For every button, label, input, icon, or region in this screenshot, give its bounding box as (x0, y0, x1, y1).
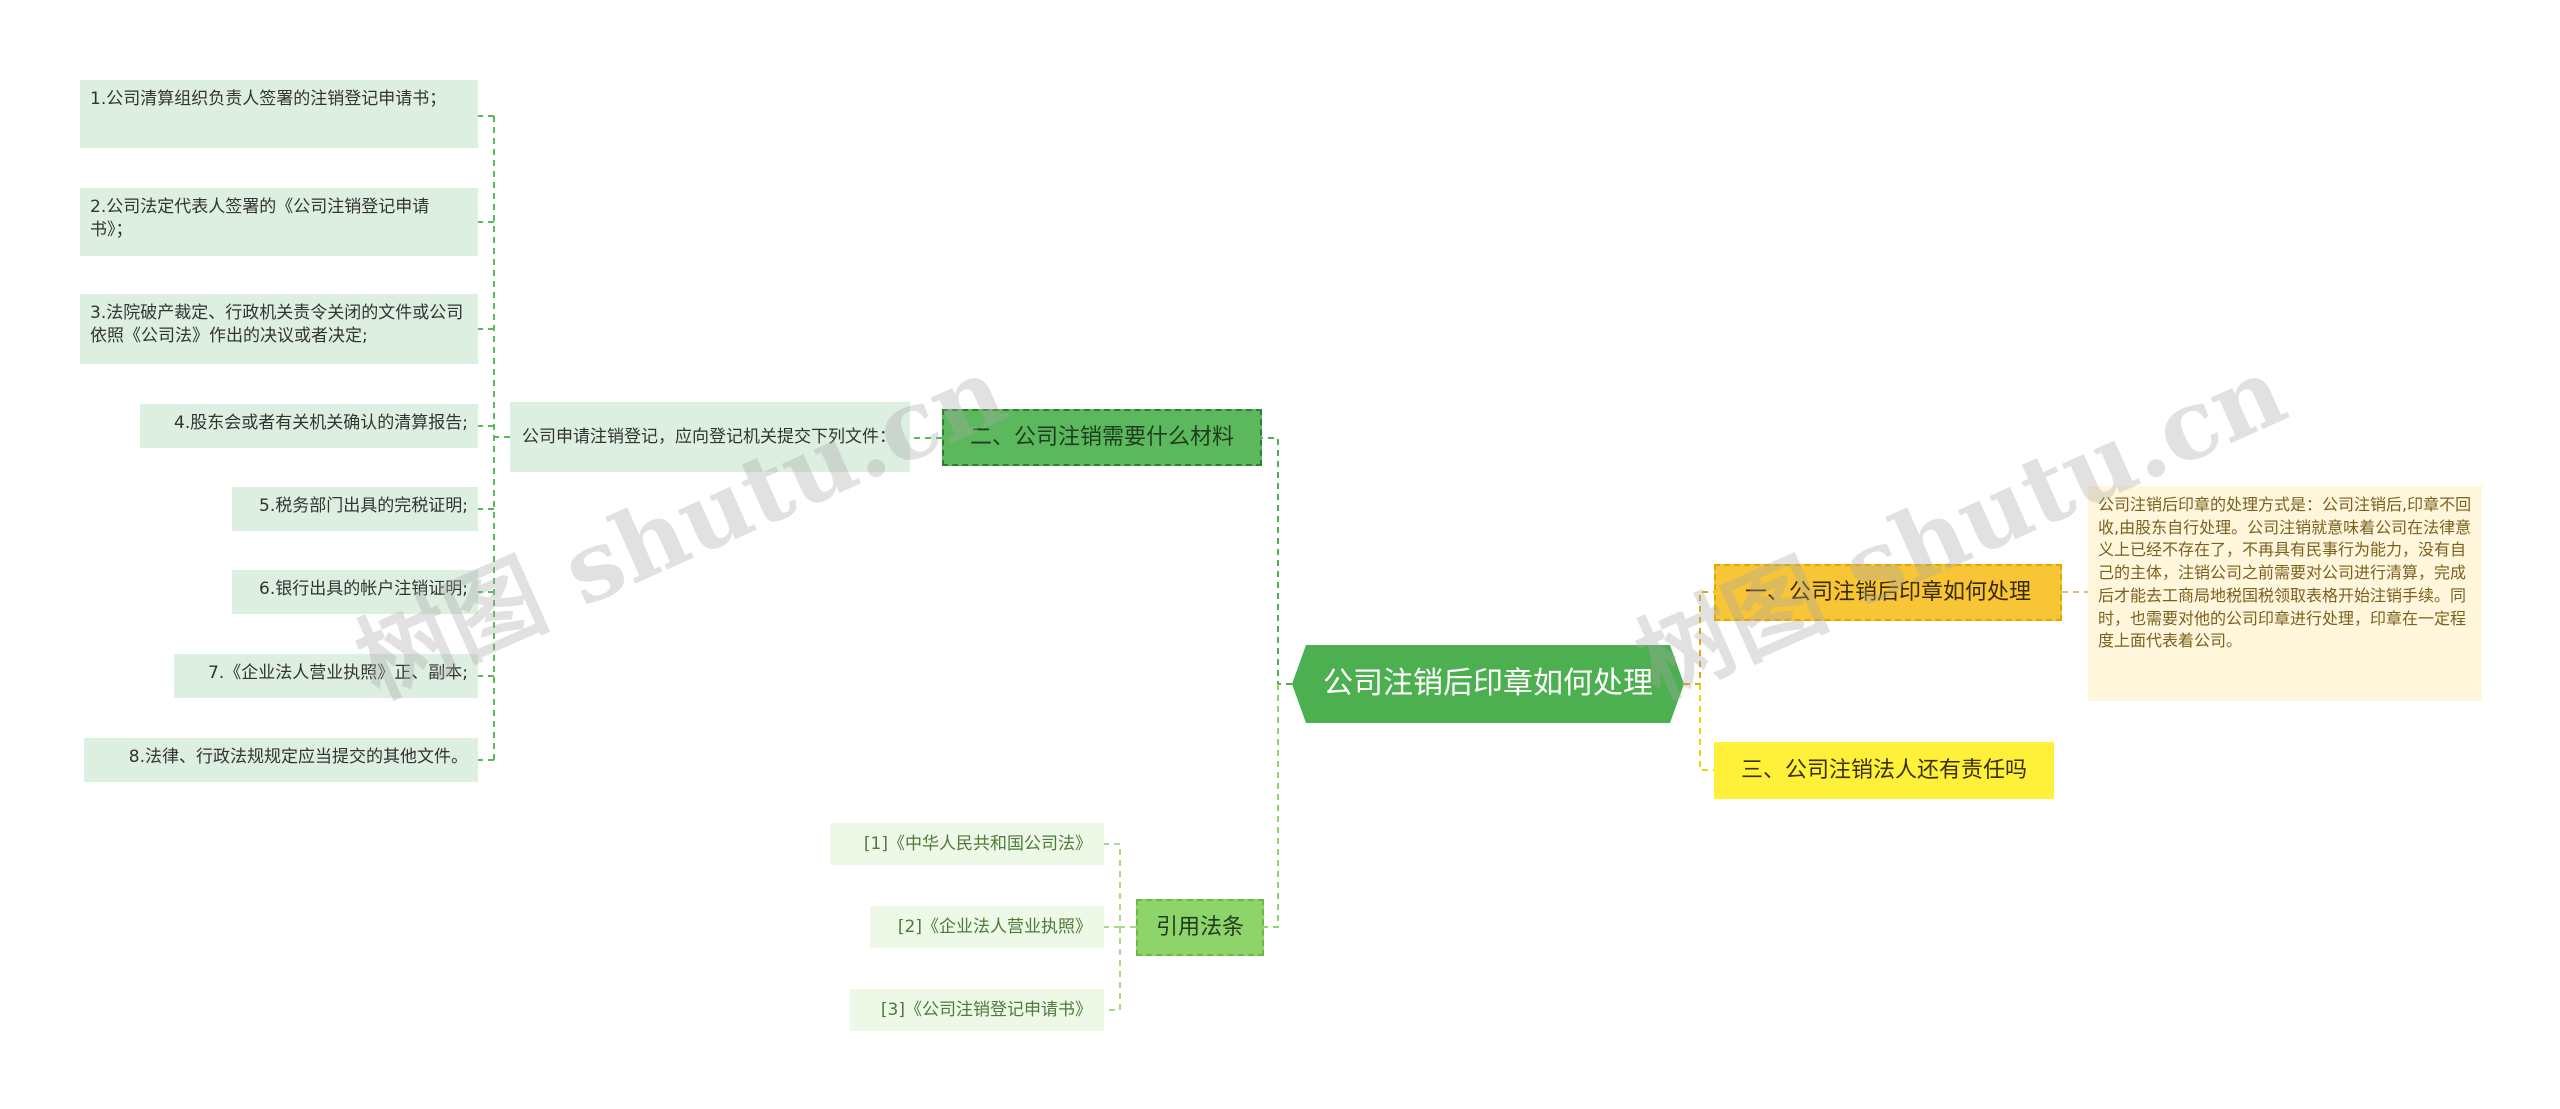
material-item-4[interactable]: 4.股东会或者有关机关确认的清算报告; (140, 404, 478, 448)
material-item-6[interactable]: 6.银行出具的帐户注销证明; (232, 570, 478, 614)
material-item-5[interactable]: 5.税务部门出具的完税证明; (232, 487, 478, 531)
material-item-2[interactable]: 2.公司法定代表人签署的《公司注销登记申请书》； (80, 188, 478, 256)
material-item-3[interactable]: 3.法院破产裁定、行政机关责令关闭的文件或公司依照《公司法》作出的决议或者决定; (80, 294, 478, 364)
branch-legal-person-liability[interactable]: 三、公司注销法人还有责任吗 (1714, 742, 2054, 799)
material-item-8[interactable]: 8.法律、行政法规规定应当提交的其他文件。 (84, 738, 478, 782)
material-item-7[interactable]: 7.《企业法人营业执照》正、副本; (174, 654, 478, 698)
seal-handling-detail[interactable]: 公司注销后印章的处理方式是：公司注销后,印章不回收,由股东自行处理。公司注销就意… (2088, 486, 2482, 701)
branch-materials[interactable]: 二、公司注销需要什么材料 (942, 409, 1262, 466)
law-item-2[interactable]: [2]《企业法人营业执照》 (870, 906, 1104, 948)
law-item-3[interactable]: [3]《公司注销登记申请书》 (850, 989, 1104, 1031)
branch-law-references[interactable]: 引用法条 (1136, 899, 1264, 956)
material-item-1[interactable]: 1.公司清算组织负责人签署的注销登记申请书； (80, 80, 478, 148)
law-item-1[interactable]: [1]《中华人民共和国公司法》 (830, 823, 1104, 865)
root-topic[interactable]: 公司注销后印章如何处理 (1292, 645, 1684, 723)
materials-intro[interactable]: 公司申请注销登记，应向登记机关提交下列文件： (510, 402, 910, 472)
branch-seal-handling[interactable]: 一、公司注销后印章如何处理 (1714, 564, 2062, 621)
